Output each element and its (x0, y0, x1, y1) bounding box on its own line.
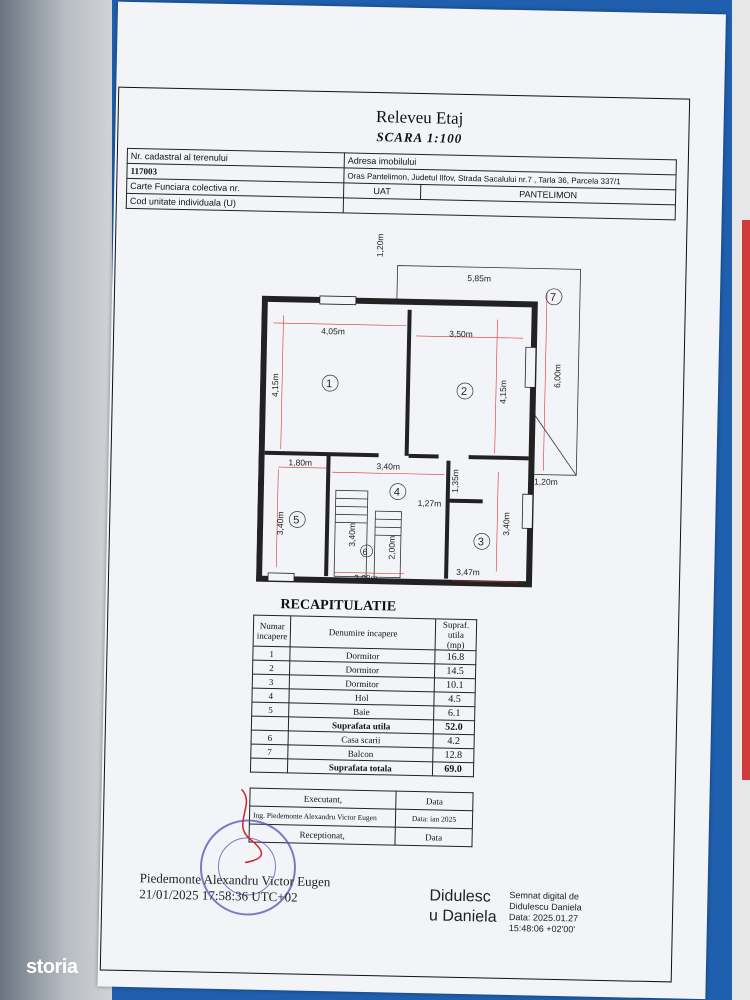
property-info-table: Nr. cadastral al terenului Adresa imobil… (126, 148, 677, 221)
balcony-outline (396, 265, 581, 476)
room-number-5: 5 (293, 514, 299, 526)
floor-plan: 1,20m 5,85m 6,00m 1,20m 4,05m 4,15m 3,50… (255, 233, 581, 588)
dim-stair-mid: 2,00m (386, 536, 396, 560)
window-r3 (521, 493, 534, 529)
recap-num: 4 (251, 688, 290, 703)
recap-num: 7 (250, 744, 289, 759)
signer-block: Piedemonte Alexandru Victor Eugen 21/01/… (139, 870, 330, 906)
dim-lines (273, 292, 548, 583)
dim-r1-w: 4,05m (321, 326, 345, 336)
window-r2 (524, 346, 537, 388)
uat-label: UAT (344, 183, 421, 200)
dim-stair-w: 2,08m (354, 573, 378, 583)
room-circle-3 (473, 533, 491, 550)
wall-r3-left (444, 460, 451, 579)
balcony-diagonal (531, 410, 577, 476)
room-number-7: 7 (550, 292, 556, 304)
recap-area: 6.1 (433, 705, 475, 721)
room-circle-2 (456, 382, 474, 400)
recap-num: 2 (252, 660, 291, 675)
window-r5 (267, 572, 295, 582)
recap-area: 10.1 (434, 677, 476, 693)
recap-col-name: Denumire incapere (290, 615, 436, 650)
recap-table: Numar incapere Denumire incapere Supraf.… (250, 615, 477, 778)
signature-stroke (241, 788, 263, 864)
dimension-lines (273, 292, 548, 583)
dim-r1-h: 4,15m (270, 373, 280, 397)
digital-signature-info: Semnat digital de Didulescu Daniela Data… (509, 890, 582, 936)
windows (267, 295, 537, 582)
subtotal-num-empty (251, 716, 290, 731)
total-label: Suprafata totala (287, 758, 433, 776)
stair-flight-right (373, 510, 402, 579)
wall-r3-top (447, 498, 483, 504)
outer-wall-rect (255, 295, 538, 588)
recap-col-area: Supraf. utila (mp) (435, 618, 477, 651)
dim-balcony-w: 5,85m (467, 273, 491, 283)
room-circle-6 (360, 544, 373, 558)
dim-r3-h: 3,40m (501, 512, 511, 536)
staircase (333, 489, 402, 579)
room-number-6: 6 (362, 547, 367, 557)
digital-signature-name: Didulesc u Daniela (429, 886, 497, 927)
room-circle-1 (321, 374, 339, 392)
recap-area: 4.5 (433, 691, 476, 707)
wall-r2-bottom-b (468, 455, 529, 461)
digital-info-line4: 15:48:06 +02'00' (508, 923, 576, 935)
recap-col-num: Numar incapere (253, 615, 292, 647)
executant-date: Data: ian 2025 (395, 809, 473, 829)
executant-data-label: Data (395, 791, 474, 811)
digital-name-line2: u Daniela (428, 907, 497, 926)
dim-r5-h: 3,40m (275, 511, 285, 535)
dim-hall-sm2: 1,27m (418, 498, 442, 508)
wall-r1-bottom-a (264, 450, 379, 458)
room-circles (288, 288, 563, 558)
room-number-4: 4 (394, 487, 400, 499)
room-number-3: 3 (478, 536, 484, 548)
dim-hall-sm1: 1,35m (450, 469, 460, 493)
inner-walls (264, 309, 529, 579)
dim-r5-w: 1,80m (288, 457, 312, 467)
dim-r2-h: 4,15m (498, 380, 508, 404)
wall-r1-r2 (404, 309, 412, 456)
recap-area: 16.8 (434, 649, 477, 665)
subtotal-value: 52.0 (433, 719, 475, 735)
stair-steps (335, 497, 402, 537)
wall-r5-right (324, 454, 331, 577)
red-edge (742, 220, 750, 780)
room-number-2: 2 (461, 386, 467, 398)
recap-title: RECAPITULATIE (280, 597, 397, 615)
dim-r3-w: 3,47m (456, 567, 480, 577)
dim-hall-w: 3,40m (376, 461, 400, 471)
balcony-line (396, 265, 581, 476)
recap-area: 12.8 (432, 747, 474, 763)
recap-area: 14.5 (434, 663, 476, 679)
room-circle-4 (389, 483, 407, 500)
dim-balcony-h: 1,20m (375, 233, 385, 257)
document-sheet: Releveu Etaj SCARA 1:100 Nr. cadastral a… (97, 1, 726, 1000)
digital-name-line1: Didulesc (429, 887, 491, 906)
dim-balcony-side: 6,00m (552, 364, 562, 388)
dim-balcony-bottom: 1,20m (534, 476, 558, 486)
recap-num: 6 (251, 730, 289, 745)
storia-watermark-logo: storia (26, 956, 78, 978)
room-circle-7 (545, 288, 563, 306)
outer-walls (255, 295, 538, 588)
recap-num: 5 (251, 702, 290, 717)
room-number-1: 1 (326, 378, 332, 390)
dim-r2-w: 3,50m (449, 329, 473, 339)
wall-r2-bottom-a (408, 453, 439, 459)
total-num-empty (250, 758, 289, 773)
recap-area: 4.2 (433, 733, 475, 749)
stair-flight-left (333, 489, 369, 578)
room-circle-5 (288, 511, 306, 528)
recap-num: 1 (252, 646, 291, 661)
handwritten-signature (241, 788, 263, 864)
dim-stair-h: 3,40m (347, 523, 357, 547)
window-r1 (319, 295, 357, 306)
receptionat-data-label: Data (394, 827, 473, 847)
recap-num: 3 (252, 674, 290, 689)
total-value: 69.0 (432, 761, 474, 777)
